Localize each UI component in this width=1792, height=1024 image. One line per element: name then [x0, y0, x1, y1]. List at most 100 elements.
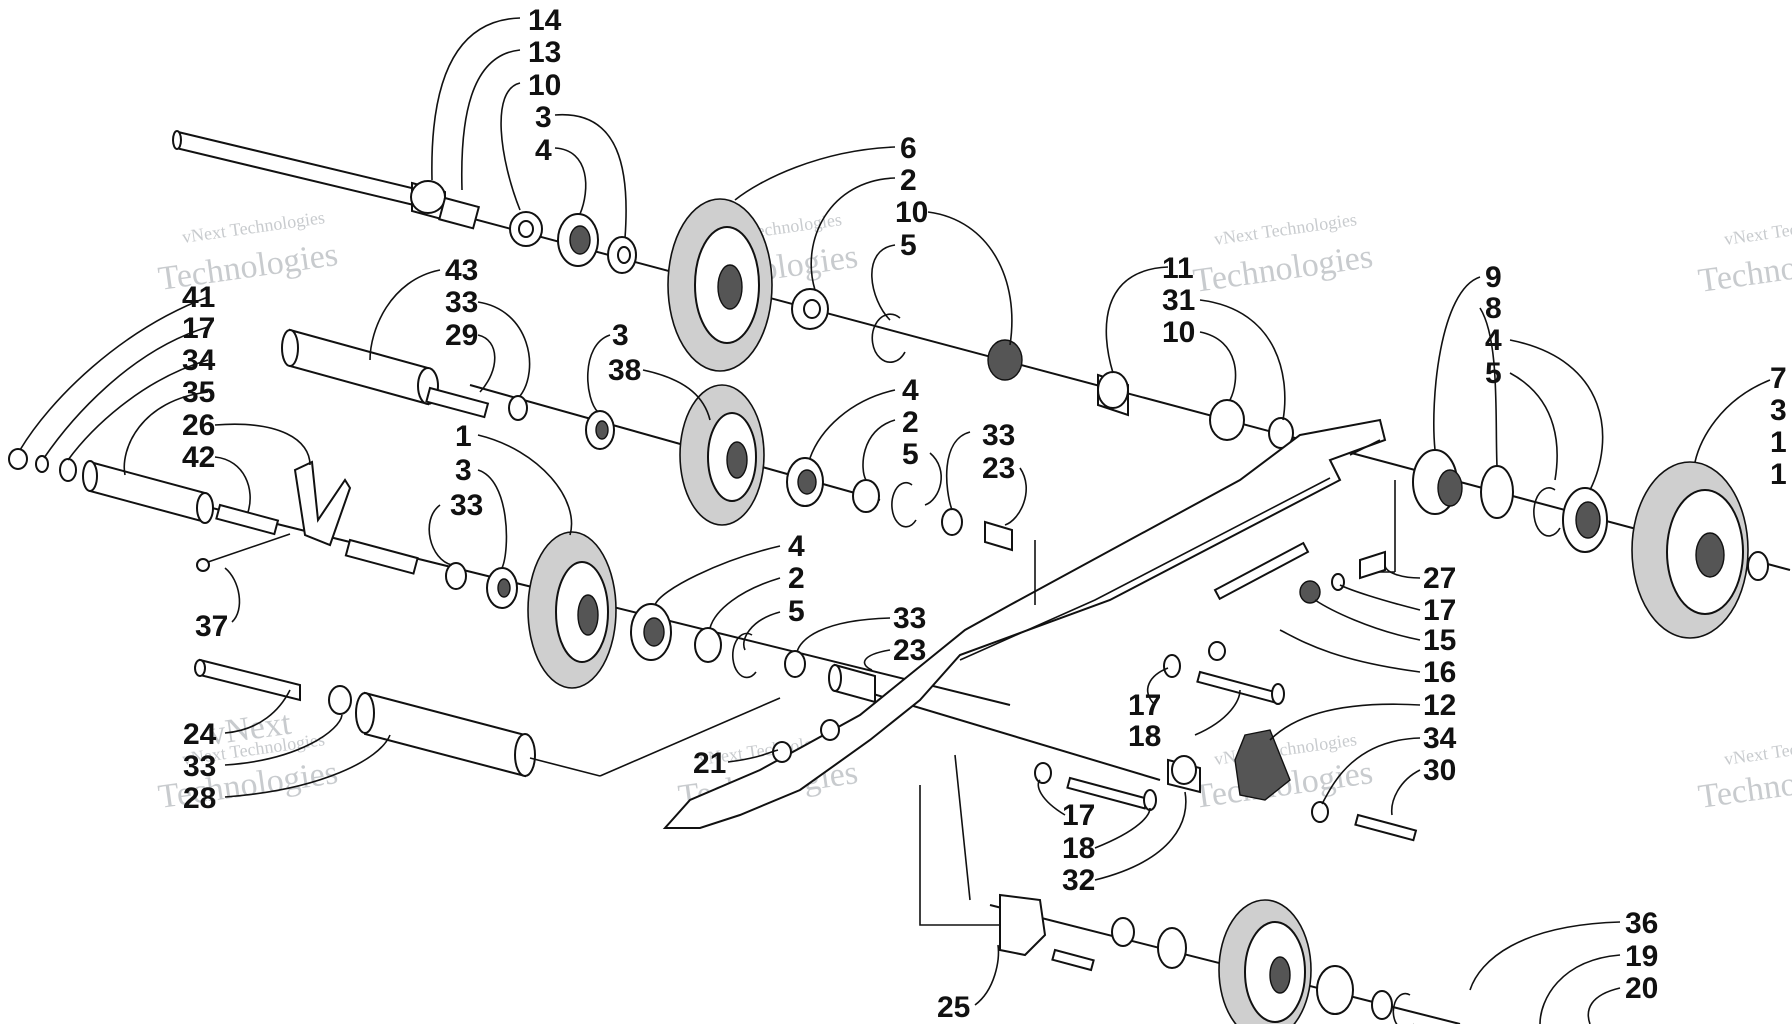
bolt-30	[1354, 813, 1418, 842]
tube-43-end	[281, 329, 299, 367]
callout-34: 34	[182, 344, 216, 377]
leader-19	[1539, 954, 1621, 1024]
callout-14: 14	[528, 4, 562, 37]
callout-3b: 3	[1770, 394, 1787, 427]
callout-17c: 17	[1128, 689, 1161, 722]
callout-1a: 1	[455, 420, 472, 453]
leader-2b	[862, 419, 896, 481]
callout-15: 15	[1423, 624, 1456, 657]
leader-24	[224, 689, 291, 734]
wheel-lower-hub	[1269, 956, 1291, 994]
washer-2-b	[852, 479, 880, 513]
callout-11: 11	[1162, 252, 1194, 285]
callout-21: 21	[693, 747, 726, 780]
sleeve-29	[425, 386, 490, 419]
callout-1b: 1	[1770, 426, 1787, 459]
tube-28	[364, 691, 526, 778]
leader-4	[554, 147, 587, 215]
clip-5-c	[891, 482, 917, 528]
callout-2c: 2	[788, 562, 805, 595]
leader-33e	[224, 714, 343, 766]
tube-24	[199, 658, 301, 702]
leader-34	[67, 359, 209, 461]
callout-32: 32	[1062, 864, 1095, 897]
callout-13: 13	[528, 36, 561, 69]
parts	[8, 130, 1769, 1024]
leader-5b	[1509, 372, 1558, 481]
washer-33-a	[508, 395, 528, 421]
leader-26	[214, 423, 311, 466]
nut-15	[1299, 580, 1321, 604]
callout-5b: 5	[1485, 357, 1502, 390]
leader-5c	[924, 452, 942, 506]
washer-3-hole	[617, 246, 631, 264]
leader-32	[1094, 791, 1187, 881]
bolt-16	[1213, 541, 1310, 601]
leader-42	[214, 456, 251, 513]
leader-9	[1433, 276, 1481, 451]
callout-33e: 33	[183, 750, 216, 783]
bracket-25	[999, 893, 1047, 957]
leader-4d	[654, 545, 781, 606]
callout-43: 43	[445, 254, 478, 287]
nut-21-a	[820, 719, 840, 741]
bearing-4-c-inner	[797, 469, 817, 495]
callout-7: 7	[1770, 362, 1787, 395]
tube-43	[289, 328, 429, 406]
callout-5d: 5	[788, 595, 805, 628]
rail-slot	[1349, 439, 1381, 456]
callout-16: 16	[1423, 656, 1456, 689]
callout-33: 33	[445, 286, 478, 319]
wheel-6-hub	[717, 264, 743, 310]
washer-17-b	[1331, 573, 1345, 591]
watermark-text: vNext Technologies	[1723, 209, 1792, 249]
bearing-4-d-inner	[643, 617, 665, 647]
leader-18a	[1194, 689, 1241, 736]
callout-17: 17	[182, 312, 215, 345]
grease-fitting-37	[196, 558, 210, 572]
callout-27: 27	[1423, 562, 1456, 595]
leader-38	[642, 369, 711, 421]
leader-41	[19, 296, 209, 451]
leader-18b	[1094, 807, 1151, 849]
washer-33-e	[328, 685, 352, 715]
spacer-11-face	[1097, 371, 1129, 409]
nut-41	[8, 448, 28, 470]
leader-10	[500, 82, 521, 211]
leader-28	[224, 734, 391, 798]
bushing-3-c-hole	[595, 420, 609, 440]
leader-33b	[945, 431, 971, 511]
callout-29: 29	[445, 319, 478, 352]
leader-31	[1199, 299, 1286, 421]
callout-26: 26	[182, 409, 215, 442]
wheel-38-hub	[726, 441, 748, 479]
callout-33b: 33	[982, 419, 1015, 452]
callout-2: 2	[900, 164, 917, 197]
leader-3	[554, 114, 627, 239]
callout-4c: 4	[902, 374, 919, 407]
washer-10-c	[1268, 417, 1294, 449]
leader-23b	[863, 649, 891, 671]
shaft-26	[344, 538, 419, 575]
bolt-25	[1051, 948, 1095, 972]
leader-16	[1279, 629, 1421, 673]
leader-5	[871, 244, 896, 321]
sleeve-13	[438, 196, 481, 230]
clip-5-b	[1533, 487, 1561, 537]
leader-23a	[1004, 467, 1027, 526]
leader-11	[1105, 266, 1169, 374]
leader-34b	[1321, 737, 1421, 805]
shaft-end	[172, 130, 182, 150]
leader-33d	[796, 617, 891, 653]
callout-17b: 17	[1423, 594, 1456, 627]
bolt-18-a-head	[1271, 683, 1285, 705]
leader-10c	[1199, 331, 1237, 401]
leader-21	[727, 749, 779, 763]
slide-rail	[662, 418, 1387, 829]
leader-1a	[477, 434, 573, 536]
block-12	[1234, 729, 1291, 801]
nut-31	[1209, 399, 1245, 441]
wheel-7-hub	[1695, 532, 1725, 578]
tube-28-end	[355, 692, 375, 734]
link-line-25	[919, 785, 1015, 926]
